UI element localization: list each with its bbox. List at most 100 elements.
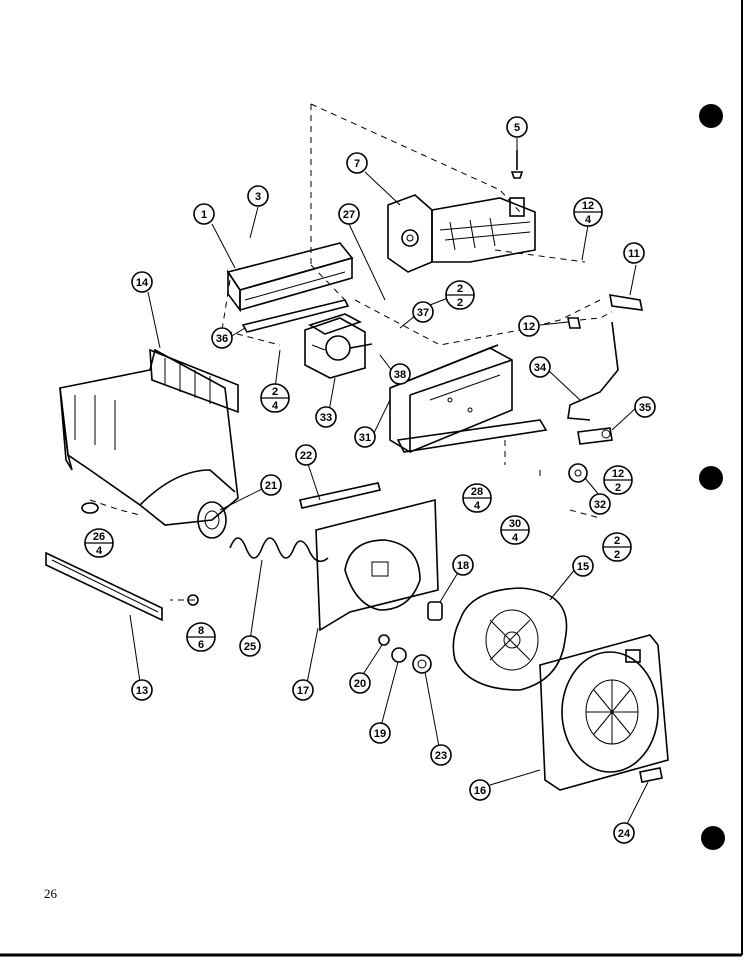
- callout-12f: 124: [573, 197, 603, 227]
- callout-circle: [623, 242, 645, 264]
- callout-label: 27: [343, 209, 355, 221]
- callout-11: 11: [623, 242, 645, 264]
- callout-circle: [506, 116, 528, 138]
- callout-circle: [354, 426, 376, 448]
- callout-12b: 122: [603, 465, 633, 495]
- part-15-fan-blade: [452, 587, 568, 691]
- callout-28: 284: [462, 483, 492, 513]
- callout-7: 7: [346, 152, 368, 174]
- callout-30: 304: [500, 515, 530, 545]
- callout-label: 24: [618, 828, 631, 840]
- callout-circle: [338, 203, 360, 225]
- part-22-gasket: [299, 482, 382, 509]
- callout-circle: [430, 744, 452, 766]
- callout-5: 5: [506, 116, 528, 138]
- callout-circle: [260, 474, 282, 496]
- part-8-screw: [187, 594, 199, 606]
- callout-20: 20: [349, 672, 371, 694]
- part-13-rail: [45, 551, 163, 622]
- callout-circle: [346, 152, 368, 174]
- part-36-strip: [241, 299, 350, 333]
- assembly-guide-lines: [89, 103, 613, 601]
- callout-label: 35: [639, 402, 651, 414]
- callout-label: 19: [374, 728, 386, 740]
- part-25-spring: [229, 537, 329, 563]
- part-32-thermostat: [568, 463, 588, 483]
- callout-24: 24: [613, 822, 635, 844]
- callout-label: 13: [136, 685, 148, 697]
- callout-circle: [295, 444, 317, 466]
- callout-circle: [315, 406, 337, 428]
- callout-35: 35: [634, 396, 656, 418]
- callout-denominator: 4: [474, 500, 481, 512]
- callout-1: 1: [193, 203, 215, 225]
- callout-14: 14: [131, 271, 153, 293]
- binder-hole-bottom: [701, 826, 725, 850]
- callout-label: 25: [244, 641, 256, 653]
- callout-13: 13: [131, 679, 153, 701]
- part-31-housing: [389, 344, 548, 453]
- callout-3: 3: [247, 185, 269, 207]
- callout-circle: [452, 554, 474, 576]
- callout-label: 34: [534, 362, 547, 374]
- callout-label: 17: [297, 685, 309, 697]
- callout-36: 36: [211, 327, 233, 349]
- callout-label: 1: [201, 209, 207, 221]
- callout-label: 18: [457, 560, 469, 572]
- part-34-wire: [567, 321, 619, 421]
- callout-34: 34: [529, 356, 551, 378]
- callout-16: 16: [469, 779, 491, 801]
- callout-15: 15: [572, 555, 594, 577]
- callout-circle: [572, 555, 594, 577]
- part-24-decal: [639, 767, 663, 783]
- callout-label: 5: [514, 122, 520, 134]
- callout-circle: [518, 315, 540, 337]
- part-1-bracket: [226, 242, 354, 313]
- callout-circle: [469, 779, 491, 801]
- callout-37: 37: [412, 301, 434, 323]
- callout-label: 33: [320, 412, 332, 424]
- callout-33: 33: [315, 406, 337, 428]
- part-5-screw: [510, 150, 524, 179]
- callout-22: 22: [295, 444, 317, 466]
- callout-21: 21: [260, 474, 282, 496]
- callout-circle: [131, 679, 153, 701]
- callout-circle: [247, 185, 269, 207]
- callout-denominator: 4: [272, 400, 279, 412]
- callout-label: 31: [359, 432, 371, 444]
- callout-18: 18: [452, 554, 474, 576]
- callout-circle: [193, 203, 215, 225]
- callout-label: 22: [300, 450, 312, 462]
- callout-label: 3: [255, 191, 261, 203]
- parts-fan-hardware: [378, 634, 432, 674]
- callout-circle: [211, 327, 233, 349]
- callout-circle: [589, 493, 611, 515]
- callout-denominator: 4: [512, 532, 519, 544]
- part-12-clip: [567, 317, 581, 329]
- callout-numerator: 30: [509, 518, 521, 530]
- callout-label: 7: [354, 158, 360, 170]
- page-number: 26: [44, 886, 57, 901]
- binder-hole-top: [699, 104, 723, 128]
- callout-numerator: 26: [93, 531, 105, 543]
- callout-31: 31: [354, 426, 376, 448]
- callout-2b: 24: [260, 383, 290, 413]
- leader-lines: [129, 138, 649, 827]
- callout-38: 38: [389, 363, 411, 385]
- callout-label: 36: [216, 333, 228, 345]
- callouts: 1357111241213141516171819202122232425264…: [84, 116, 656, 844]
- callout-numerator: 12: [582, 200, 594, 212]
- callout-numerator: 12: [612, 468, 624, 480]
- callout-label: 14: [136, 277, 149, 289]
- callout-circle: [634, 396, 656, 418]
- callout-circle: [349, 672, 371, 694]
- callout-label: 12: [523, 321, 535, 333]
- callout-denominator: 6: [198, 639, 204, 651]
- callout-numerator: 2: [272, 386, 278, 398]
- part-26-spacer: [81, 502, 99, 514]
- callout-19: 19: [369, 722, 391, 744]
- callout-numerator: 2: [614, 535, 620, 547]
- callout-32: 32: [589, 493, 611, 515]
- part-11-plate: [609, 294, 644, 311]
